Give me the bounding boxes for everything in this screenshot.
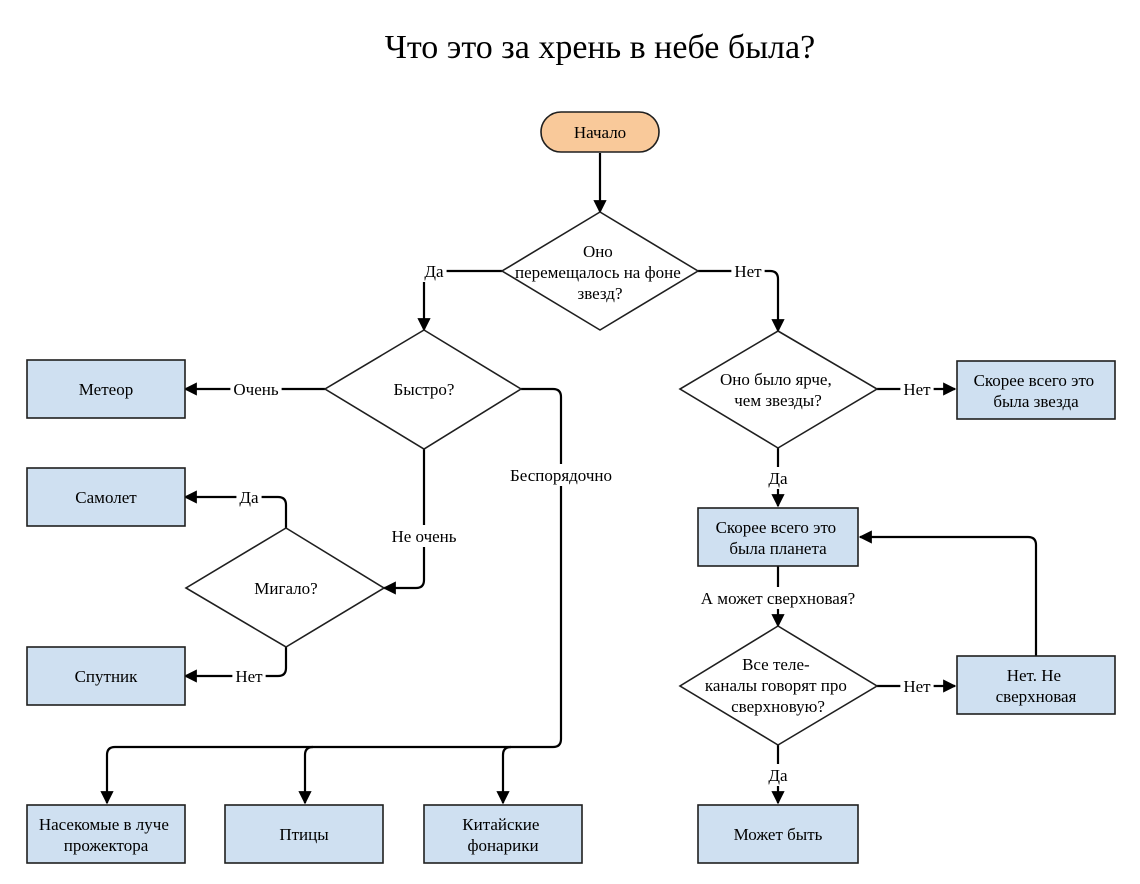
svg-text:Да: Да <box>768 766 788 785</box>
result-satellite-label: Спутник <box>75 667 139 686</box>
decision-moved-label: Оно перемещалось на фоне звезд? <box>515 242 685 303</box>
result-not-supernova-label: Нет. Не сверхновая <box>996 666 1077 706</box>
edge-moved-no <box>698 269 785 333</box>
edge-fast-erratic <box>100 387 563 805</box>
decision-brighter: Оно было ярче, чем звезды? <box>678 330 879 449</box>
result-planet: Скорее всего это была планета <box>697 507 859 567</box>
edge-label-tv-yes: Да <box>765 764 791 786</box>
edge-blink-no <box>183 647 288 683</box>
svg-text:Нет: Нет <box>903 380 931 399</box>
svg-text:Да: Да <box>768 469 788 488</box>
edge-not-supernova-planet <box>858 530 1038 656</box>
result-maybe-label: Может быть <box>734 825 823 844</box>
decision-blink-label: Мигало? <box>254 579 317 598</box>
edge-label-moved-no: Нет <box>731 260 765 282</box>
result-lanterns: Китайские фонарики <box>423 804 583 864</box>
edge-blink-yes <box>183 490 288 528</box>
edge-label-fast-not-very: Не очень <box>388 525 460 547</box>
svg-text:Да: Да <box>239 488 259 507</box>
decision-fast: Быстро? <box>323 329 523 450</box>
decision-tv-label: Все теле- каналы говорят про сверхновую? <box>705 655 851 716</box>
edge-bus-birds <box>298 745 314 805</box>
decision-brighter-label: Оно было ярче, чем звезды? <box>720 370 836 410</box>
edge-label-brighter-yes: Да <box>765 467 791 489</box>
result-lanterns-label: Китайские фонарики <box>462 815 543 855</box>
edge-label-blink-yes: Да <box>236 486 262 508</box>
edge-label-fast-very: Очень <box>230 378 282 400</box>
edge-label-blink-no: Нет <box>232 665 266 687</box>
svg-text:Нет: Нет <box>235 667 263 686</box>
diagram-title: Что это за хрень в небе была? <box>385 29 815 66</box>
edge-bus-lanterns <box>496 745 512 805</box>
result-meteor: Метеор <box>26 359 186 419</box>
svg-text:Да: Да <box>424 262 444 281</box>
decision-tv-supernova: Все теле- каналы говорят про сверхновую? <box>678 625 879 746</box>
decision-blink: Мигало? <box>184 527 386 648</box>
decision-fast-label: Быстро? <box>394 380 455 399</box>
start-node: Начало <box>540 111 660 153</box>
result-airplane: Самолет <box>26 467 186 527</box>
result-star-label: Скорее всего это была звезда <box>974 371 1099 411</box>
svg-text:А может сверхновая?: А может сверхновая? <box>701 589 855 608</box>
result-airplane-label: Самолет <box>75 488 137 507</box>
result-not-supernova: Нет. Не сверхновая <box>956 655 1116 715</box>
result-insects-label: Насекомые в луче прожектора <box>39 815 173 855</box>
edge-label-planet-supernova: А может сверхновая? <box>697 587 859 609</box>
result-planet-label: Скорее всего это была планета <box>716 518 841 558</box>
result-maybe: Может быть <box>697 804 859 864</box>
result-insects: Насекомые в луче прожектора <box>26 804 186 864</box>
svg-text:Очень: Очень <box>233 380 278 399</box>
edge-label-tv-no: Нет <box>900 675 934 697</box>
result-birds-label: Птицы <box>279 825 329 844</box>
svg-text:Беспорядочно: Беспорядочно <box>510 466 612 485</box>
edge-label-fast-erratic: Беспорядочно <box>506 464 616 486</box>
svg-text:Нет: Нет <box>903 677 931 696</box>
edge-label-brighter-no: Нет <box>900 378 934 400</box>
result-birds: Птицы <box>224 804 384 864</box>
decision-moved-against-stars: Оно перемещалось на фоне звезд? <box>500 211 700 331</box>
svg-text:Не очень: Не очень <box>391 527 456 546</box>
edge-fast-not-very <box>382 449 426 595</box>
edge-label-moved-yes: Да <box>421 260 447 282</box>
result-meteor-label: Метеор <box>79 380 133 399</box>
result-satellite: Спутник <box>26 646 186 706</box>
result-star: Скорее всего это была звезда <box>956 360 1116 420</box>
start-node-label: Начало <box>574 123 626 142</box>
svg-text:Нет: Нет <box>734 262 762 281</box>
